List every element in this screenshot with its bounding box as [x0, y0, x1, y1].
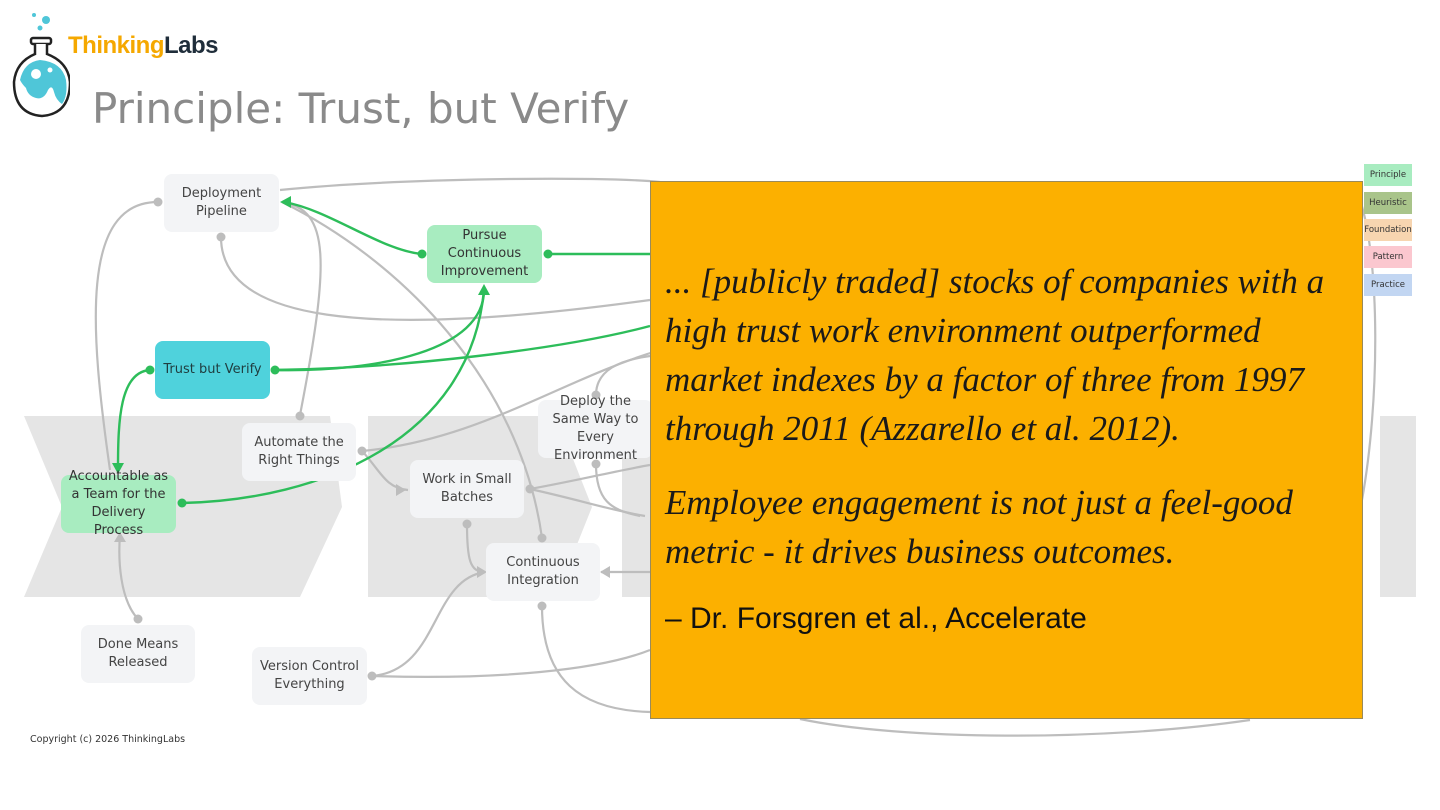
- connector-gray: [371, 648, 651, 678]
- connector-gray: [281, 201, 544, 539]
- quote-paragraph-2: Employee engagement is not just a feel-g…: [665, 483, 1293, 571]
- node-deploy-same-way[interactable]: Deploy the Same Way to Every Environment: [538, 394, 653, 463]
- quote-box: ... [publicly traded] stocks of companie…: [650, 181, 1363, 719]
- node-continuous-integration[interactable]: Continuous Integration: [486, 543, 600, 601]
- connector-green: [116, 368, 151, 469]
- node-automate-right-things[interactable]: Automate the Right Things: [242, 423, 356, 481]
- node-work-in-small-batches[interactable]: Work in Small Batches: [410, 460, 524, 518]
- logo-wordmark: ThinkingLabs: [68, 32, 219, 60]
- logo-text-labs: Labs: [163, 32, 219, 59]
- connector-gray: [279, 177, 661, 192]
- connector-gray: [281, 200, 322, 416]
- legend-practice: Practice: [1364, 274, 1412, 296]
- thinkinglabs-logo: ThinkingLabs: [10, 10, 220, 120]
- legend-principle: Principle: [1364, 164, 1412, 186]
- legend-heuristic: Heuristic: [1364, 192, 1412, 214]
- flask-icon: [12, 13, 70, 118]
- quote-attribution: – Dr. Forsgren et al., Accelerate: [665, 602, 1087, 635]
- legend-foundation: Foundation: [1364, 219, 1412, 241]
- node-done-means-released[interactable]: Done Means Released: [81, 625, 195, 683]
- connector-gray: [94, 200, 159, 471]
- node-version-control-everything[interactable]: Version Control Everything: [252, 647, 367, 705]
- connector-gray: [118, 534, 139, 620]
- logo-text-thinking: Thinking: [68, 32, 164, 59]
- node-trust-but-verify[interactable]: Trust but Verify: [155, 341, 270, 399]
- quote-paragraph-1: ... [publicly traded] stocks of companie…: [665, 262, 1325, 448]
- node-deployment-pipeline[interactable]: Deployment Pipeline: [164, 174, 279, 232]
- connector-gray: [594, 463, 641, 518]
- connector-gray: [799, 717, 1251, 737]
- connector-gray: [540, 605, 651, 714]
- connector-gray: [594, 354, 651, 396]
- connector-gray: [219, 236, 651, 321]
- connector-green: [283, 200, 423, 256]
- copyright-text: Copyright (c) 2026 ThinkingLabs: [30, 734, 186, 745]
- connector-green: [274, 324, 651, 372]
- connector-green: [181, 289, 486, 505]
- node-accountable-as-team[interactable]: Accountable as a Team for the Delivery P…: [61, 469, 176, 538]
- chevron-band-4: [1380, 416, 1416, 597]
- legend-pattern: Pattern: [1364, 246, 1412, 268]
- node-pursue-continuous-improvement[interactable]: Pursue Continuous Improvement: [427, 225, 542, 283]
- connector-gray: [371, 570, 486, 678]
- page-title: Principle: Trust, but Verify: [92, 84, 630, 133]
